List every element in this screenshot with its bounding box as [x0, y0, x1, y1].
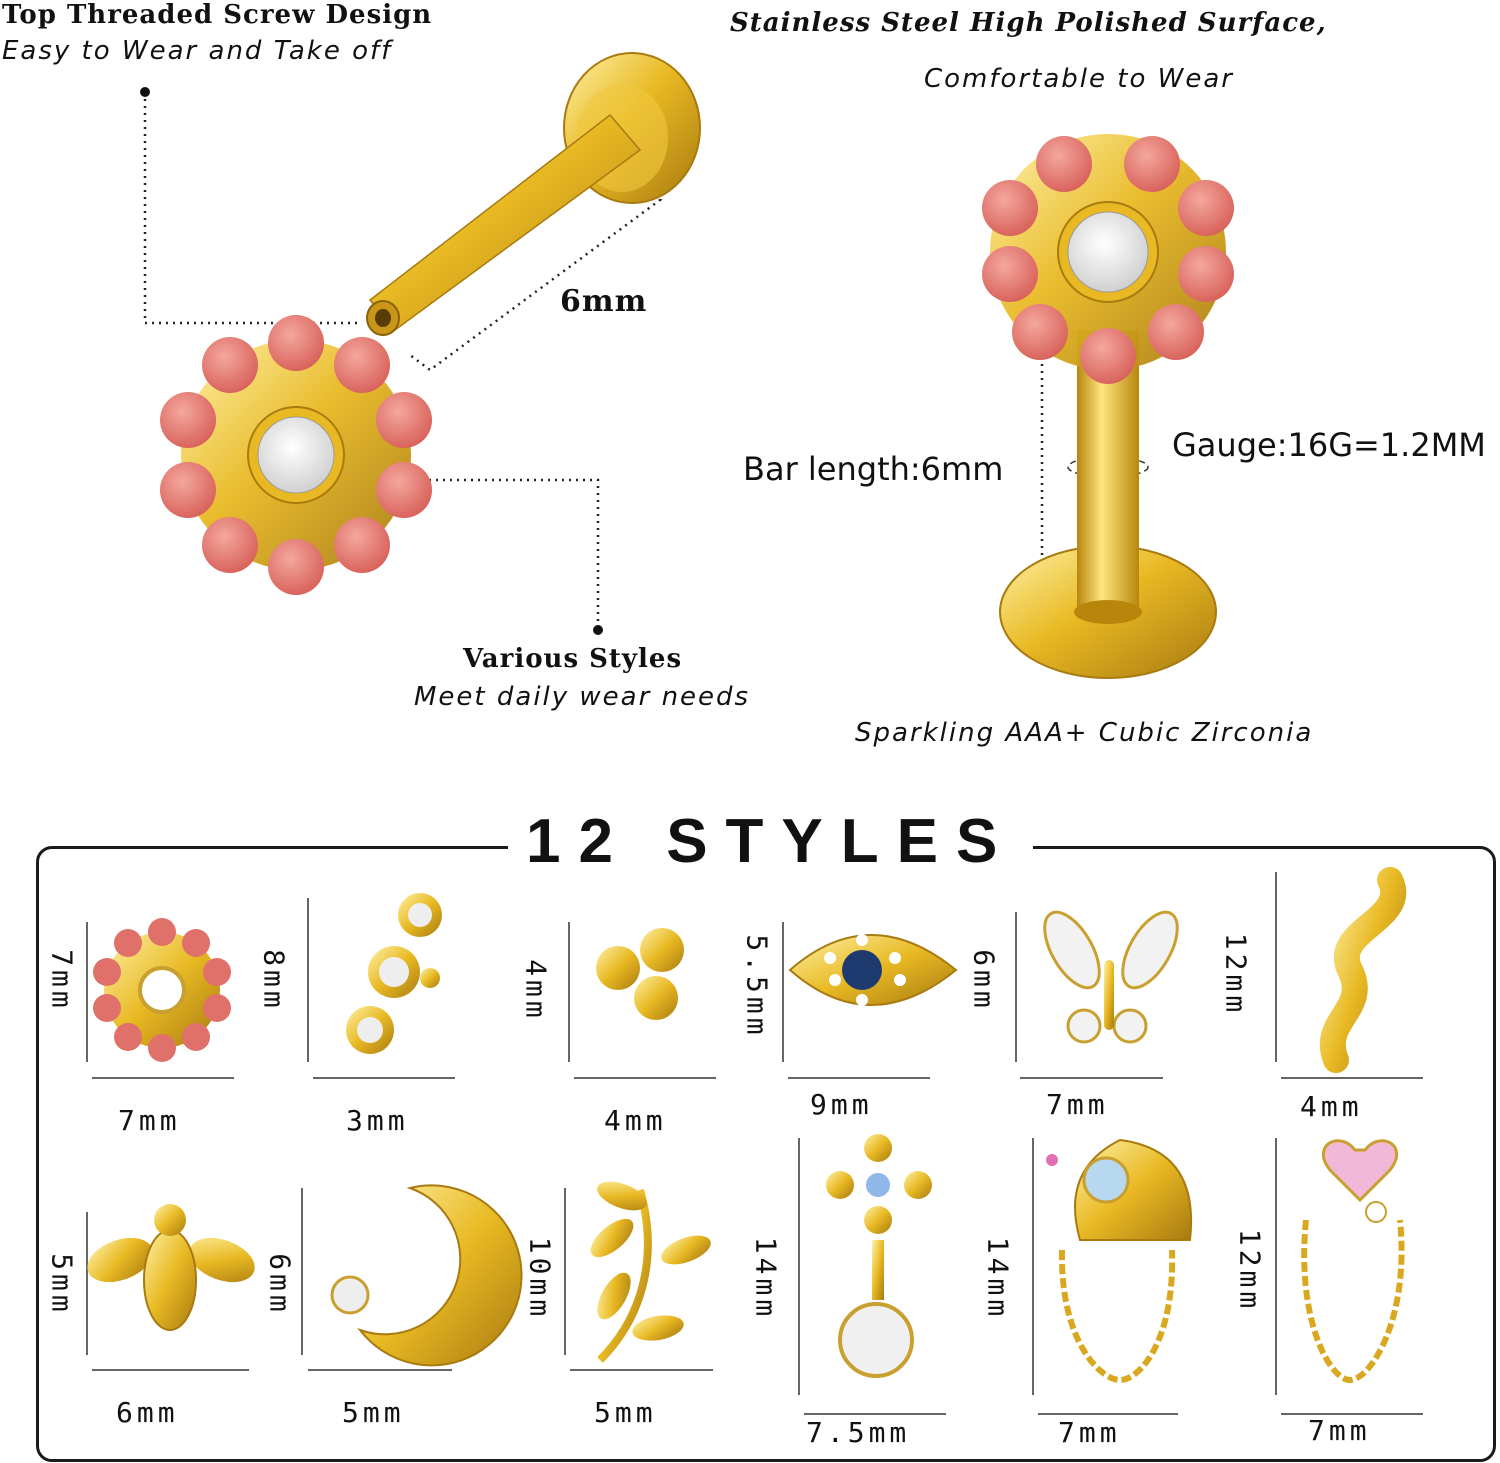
style-moon-height: 6mm	[263, 1253, 297, 1316]
style-snake-width: 4mm	[1300, 1090, 1363, 1123]
style-snake-icon	[1319, 867, 1407, 1073]
callout-dot	[593, 625, 603, 635]
hero-illustration	[140, 52, 1234, 679]
style-trio-ball-height: 4mm	[519, 959, 553, 1022]
screw-design-subtitle: Easy to Wear and Take off	[2, 36, 393, 66]
style-triple-bezel-height: 8mm	[257, 949, 291, 1012]
labret-bar-diagonal	[366, 52, 701, 336]
cubic-zirconia-label: Sparkling AAA+ Cubic Zirconia	[855, 718, 1314, 748]
style-moon-width: 5mm	[342, 1396, 405, 1429]
style-trio-ball-icon	[596, 928, 684, 1020]
screw-design-title: Top Threaded Screw Design	[2, 0, 433, 30]
style-butterfly-icon	[1043, 910, 1179, 1044]
bar-length-label: Bar length:6mm	[743, 450, 1004, 488]
style-opal-shell-chain-width: 7mm	[1058, 1416, 1121, 1449]
gauge-label: Gauge:16G=1.2MM	[1172, 426, 1486, 464]
style-triple-bezel-icon	[346, 893, 442, 1054]
flower-top-right	[982, 134, 1234, 384]
style-moon-icon	[330, 1184, 523, 1367]
steel-subtitle: Comfortable to Wear	[924, 64, 1234, 94]
style-bee-icon	[87, 1204, 255, 1331]
style-flower-height: 7mm	[45, 949, 79, 1012]
style-evil-eye-width: 9mm	[810, 1088, 873, 1121]
styles-heading: 12 STYLES	[508, 806, 1034, 877]
style-cross-dangle-width: 7.5mm	[806, 1416, 911, 1449]
various-styles-subtitle: Meet daily wear needs	[414, 682, 751, 712]
style-leaf-height: 10mm	[523, 1236, 557, 1321]
style-snake-height: 12mm	[1219, 932, 1253, 1017]
style-flower-width: 7mm	[118, 1104, 181, 1137]
style-evil-eye-icon	[788, 934, 958, 1006]
style-butterfly-height: 6mm	[967, 949, 1001, 1012]
style-heart-chain-icon	[1301, 1139, 1405, 1384]
style-heart-chain-width: 7mm	[1308, 1414, 1371, 1447]
style-opal-shell-chain-height: 14mm	[981, 1236, 1015, 1321]
style-leaf-icon	[590, 1181, 711, 1363]
style-heart-chain-height: 12mm	[1233, 1228, 1267, 1313]
steel-title: Stainless Steel High Polished Surface,	[730, 8, 1327, 38]
style-bee-height: 5mm	[45, 1253, 79, 1316]
style-opal-shell-chain-icon	[1046, 1138, 1193, 1384]
style-cross-dangle-height: 14mm	[749, 1236, 783, 1321]
style-bee-width: 6mm	[116, 1396, 179, 1429]
style-evil-eye-height: 5.5mm	[740, 934, 774, 1039]
various-styles-title: Various Styles	[463, 644, 683, 674]
styles-grid	[86, 867, 1423, 1415]
style-cross-dangle-icon	[826, 1134, 932, 1378]
style-triple-bezel-width: 3mm	[346, 1104, 409, 1137]
flower-top-left	[160, 315, 432, 595]
callout-dot	[140, 87, 150, 97]
dimension-lines	[86, 872, 1423, 1415]
bar-mm-label: 6mm	[560, 284, 648, 319]
style-trio-ball-width: 4mm	[604, 1104, 667, 1137]
style-leaf-width: 5mm	[594, 1396, 657, 1429]
style-butterfly-width: 7mm	[1046, 1088, 1109, 1121]
style-flower-icon	[93, 918, 231, 1062]
